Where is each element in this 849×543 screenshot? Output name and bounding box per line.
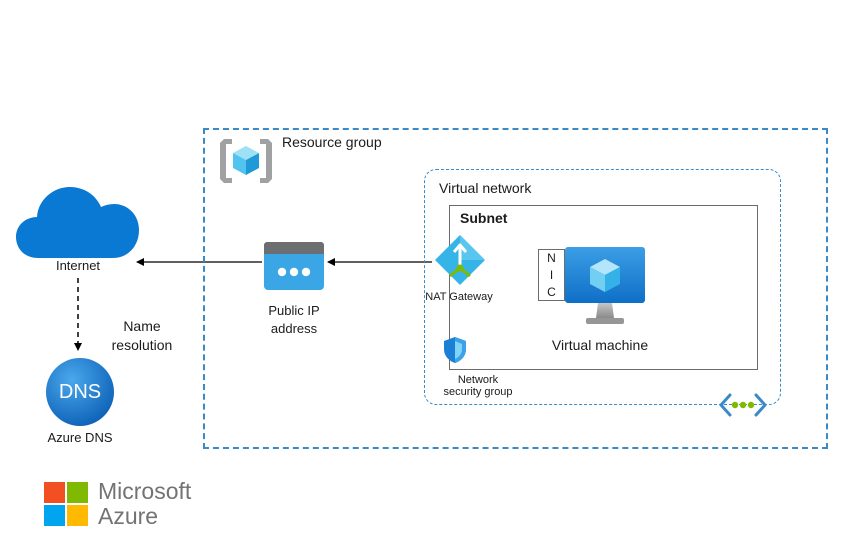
nsg-label-line1: Network — [457, 374, 499, 386]
brand-line2: Azure — [98, 503, 159, 529]
nic-letter-c: C — [547, 285, 556, 299]
dns-globe-icon — [46, 358, 114, 426]
subnet-boundary — [449, 205, 758, 370]
public-ip-icon — [264, 242, 324, 290]
nic-letter-n: N — [547, 251, 556, 265]
cloud-icon — [16, 187, 139, 258]
resource-group-label: Resource group — [282, 134, 382, 150]
resource-group-icon — [220, 139, 272, 183]
resource-group-boundary — [203, 128, 828, 449]
virtual-machine-label: Virtual machine — [551, 337, 649, 353]
dns-icon: DNS — [45, 357, 115, 427]
dns-icon-text: DNS — [58, 381, 102, 403]
microsoft-logo-icon — [44, 482, 88, 526]
internet-label: Internet — [55, 258, 101, 273]
nic-letter-i: I — [549, 268, 554, 282]
name-resolution-label-line2: resolution — [111, 337, 173, 353]
virtual-network-boundary — [424, 169, 781, 405]
virtual-network-icon — [719, 393, 767, 417]
public-ip-label-line2: address — [270, 321, 318, 336]
nsg-label-line2: security group — [443, 386, 513, 398]
name-resolution-label-line1: Name — [123, 318, 161, 334]
public-ip-label-line1: Public IP — [268, 303, 320, 318]
azure-dns-label: Azure DNS — [47, 430, 113, 445]
subnet-label: Subnet — [460, 210, 508, 226]
shield-icon — [444, 337, 466, 363]
nat-gateway-icon — [435, 235, 485, 285]
brand-line1: Microsoft — [98, 478, 192, 504]
virtual-machine-icon — [565, 247, 645, 324]
nic-box: N I C — [538, 249, 565, 301]
virtual-network-label: Virtual network — [439, 180, 532, 196]
nat-gateway-label: NAT Gateway — [425, 291, 493, 303]
